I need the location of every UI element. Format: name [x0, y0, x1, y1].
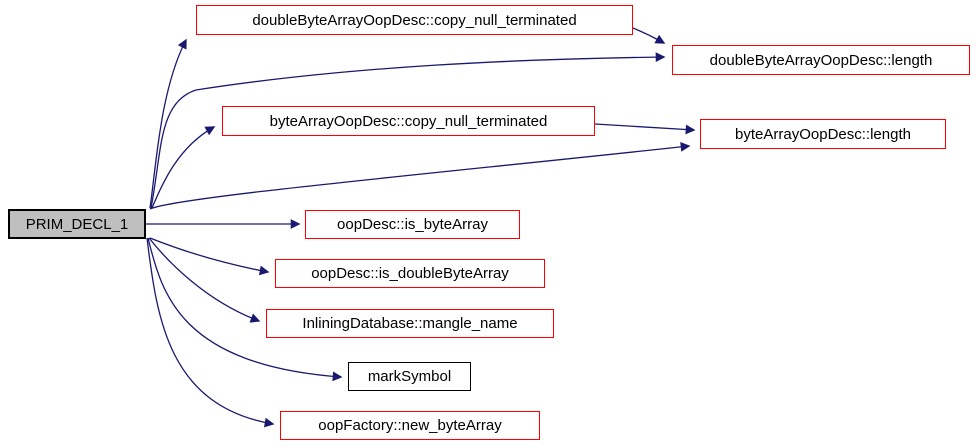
node-oopdesc-is-bytearray[interactable]: oopDesc::is_byteArray [305, 210, 520, 239]
node-inliningdatabase-mangle-name[interactable]: InliningDatabase::mangle_name [266, 309, 554, 338]
node-doublebytearrayoopdesc-length[interactable]: doubleByteArrayOopDesc::length [672, 45, 970, 75]
edge-prim-to-ba-copy [151, 126, 216, 209]
node-bytearrayoopdesc-copy-null-terminated[interactable]: byteArrayOopDesc::copy_null_terminated [222, 106, 595, 136]
edge-ba-copy-to-ba-length [594, 123, 696, 135]
node-doublebytearrayoopdesc-copy-null-terminated[interactable]: doubleByteArrayOopDesc::copy_null_termin… [196, 5, 633, 35]
node-marksymbol[interactable]: markSymbol [348, 362, 471, 391]
edge-prim-to-dbl-length [150, 52, 666, 209]
edge-prim-to-dbl-copy [149, 38, 187, 209]
node-prim-decl-1-root: PRIM_DECL_1 [8, 209, 146, 239]
node-oopdesc-is-doublebytearray[interactable]: oopDesc::is_doubleByteArray [275, 259, 545, 288]
edge-prim-to-ba-length [149, 142, 691, 210]
edge-prim-to-marksymbol [147, 237, 343, 382]
edge-dbl-copy-to-dbl-length [632, 27, 666, 44]
node-bytearrayoopdesc-length[interactable]: byteArrayOopDesc::length [700, 119, 946, 149]
edge-prim-to-new-bytearray [146, 237, 275, 428]
edge-prim-to-is-doublebytearray [149, 237, 270, 276]
edge-prim-to-mangle-name [148, 237, 261, 323]
node-oopfactory-new-bytearray[interactable]: oopFactory::new_byteArray [280, 411, 540, 440]
